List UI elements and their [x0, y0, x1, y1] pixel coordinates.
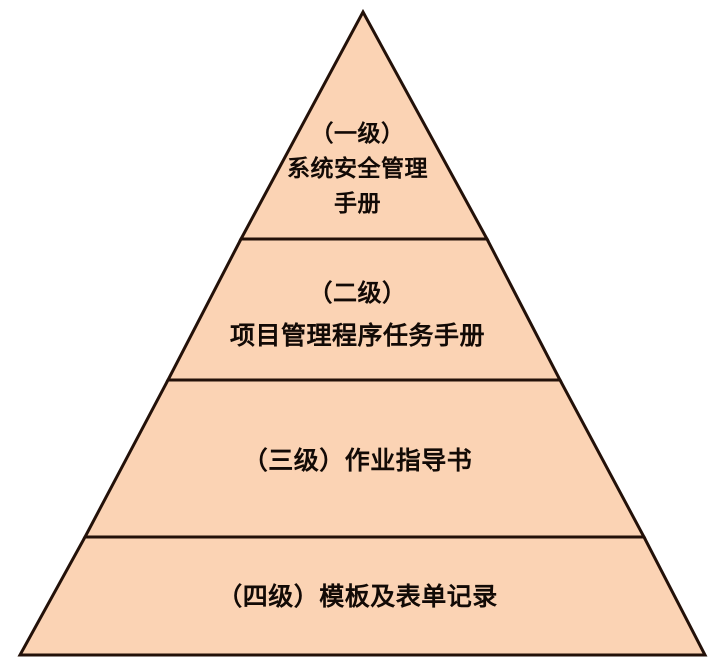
pyramid-tier-1-shape[interactable]	[238, 8, 490, 241]
pyramid-tier-2-shape[interactable]	[165, 237, 563, 382]
pyramid-tier-3-shape[interactable]	[82, 378, 647, 539]
pyramid-tier-4-shape[interactable]	[17, 535, 708, 657]
